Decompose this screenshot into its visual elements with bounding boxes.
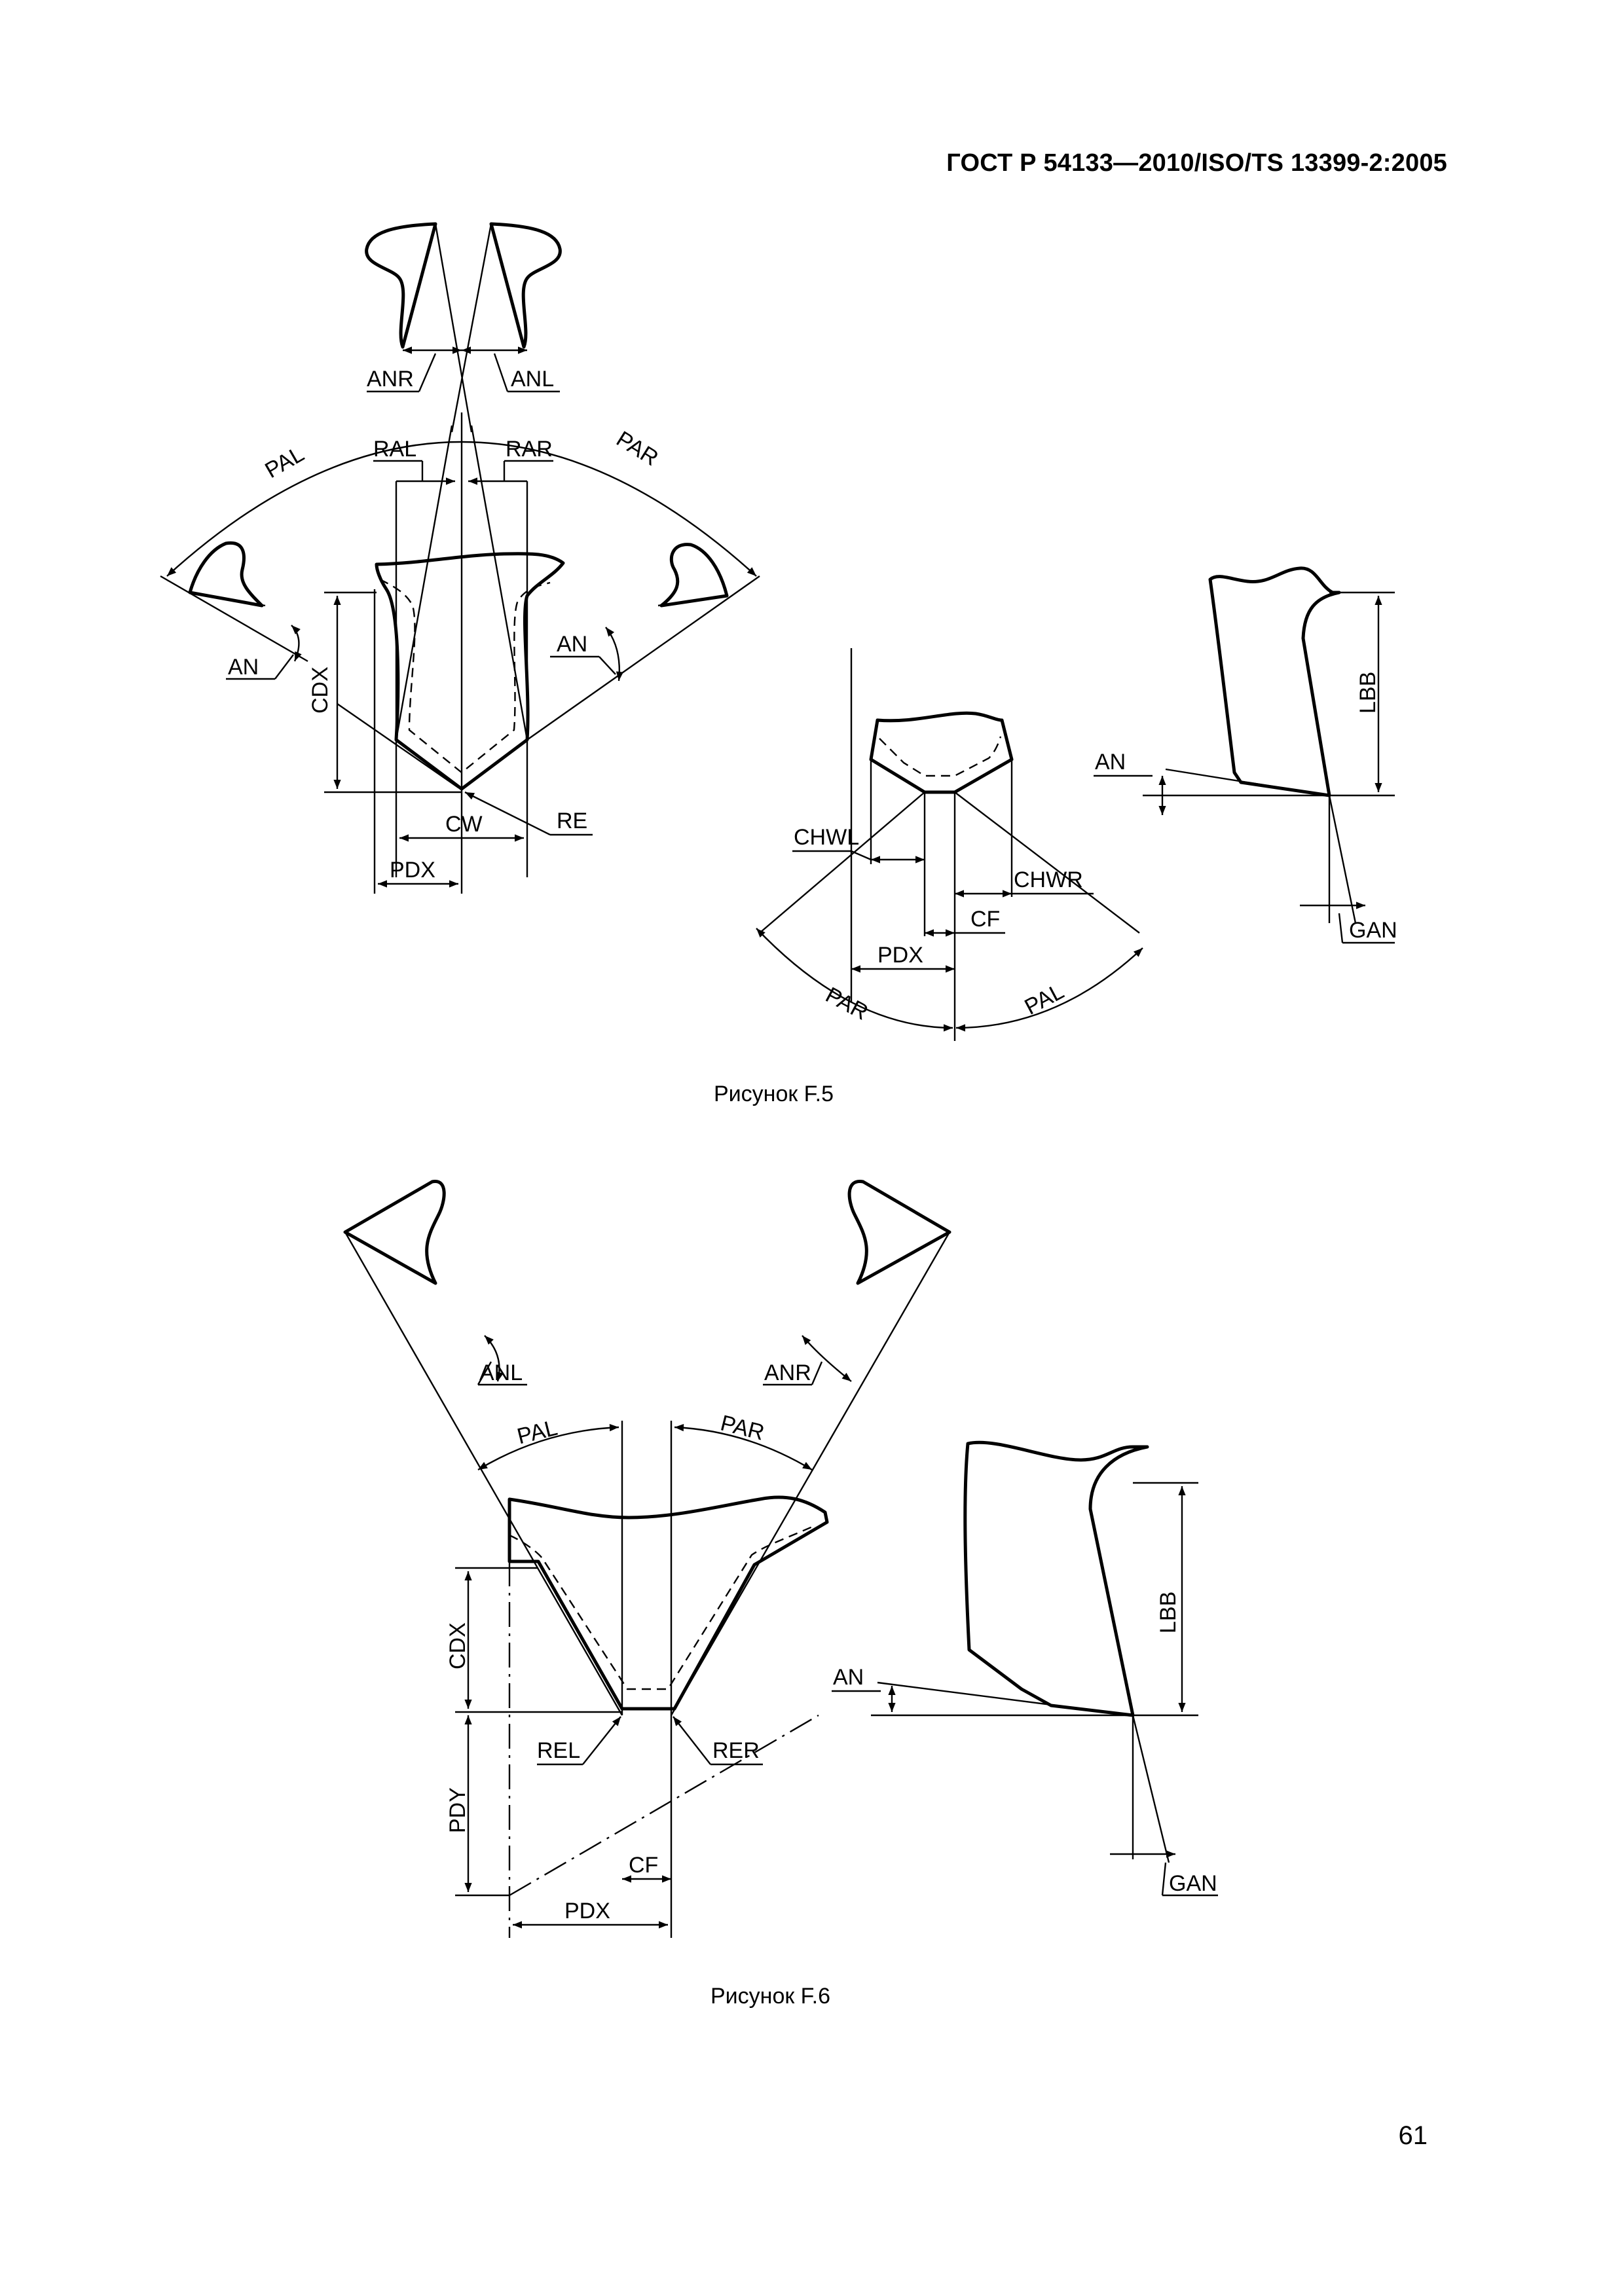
label-par2: PAR	[821, 983, 872, 1025]
caption-figure-f6: Рисунок F.6	[710, 1984, 831, 2009]
caption-figure-f5: Рисунок F.5	[714, 1082, 834, 1106]
label-gan: GAN	[1349, 918, 1397, 943]
document-header: ГОСТ Р 54133—2010/ISO/TS 13399-2:2005	[946, 149, 1447, 177]
figure-f6-side: LBB AN GAN	[832, 1440, 1218, 1897]
label-anl: ANL	[511, 367, 554, 392]
label-rer: RER	[712, 1738, 760, 1763]
label-cf6: CF	[629, 1853, 658, 1878]
label-rel: REL	[537, 1738, 580, 1763]
label-pdx: PDX	[390, 858, 435, 883]
label-par6: PAR	[718, 1411, 767, 1446]
label-lbb6: LBB	[1156, 1592, 1181, 1633]
label-anr6: ANR	[764, 1360, 811, 1385]
label-an-side: AN	[1095, 750, 1126, 774]
page-number: 61	[1398, 2121, 1428, 2150]
figure-f6-main: ANL ANR PAL PAR CDX PDY REL RER CF	[343, 1180, 951, 1938]
label-cw: CW	[445, 812, 483, 837]
label-anr: ANR	[367, 367, 414, 392]
label-anl6: ANL	[479, 1360, 523, 1385]
label-cf: CF	[970, 907, 1000, 932]
label-pdx6: PDX	[564, 1899, 610, 1923]
label-chwr: CHWR	[1014, 867, 1083, 892]
label-chwl: CHWL	[794, 825, 859, 850]
label-rar: RAR	[506, 437, 553, 462]
figure-f5-main: ANR ANL PAL PAR RAL RAR AN	[160, 222, 760, 894]
label-an6: AN	[833, 1665, 864, 1690]
label-pal2: PAL	[1021, 979, 1068, 1020]
figure-f5-chamfer: PAR PAL CHWL CHWR CF PDX	[756, 648, 1143, 1041]
label-ral: RAL	[373, 437, 416, 462]
label-re: RE	[557, 809, 587, 833]
figure-f5-side: LBB AN GAN	[1094, 566, 1397, 944]
label-cdx: CDX	[308, 666, 333, 714]
label-pdx2: PDX	[877, 943, 923, 968]
label-pdy: PDY	[445, 1787, 470, 1833]
label-pal6: PAL	[515, 1415, 560, 1449]
label-an-right: AN	[557, 632, 587, 657]
label-gan6: GAN	[1169, 1871, 1217, 1896]
label-pal: PAL	[261, 441, 308, 483]
label-cdx6: CDX	[445, 1622, 470, 1669]
label-an-left: AN	[228, 655, 259, 680]
label-par: PAR	[612, 426, 663, 471]
label-lbb: LBB	[1356, 672, 1380, 714]
